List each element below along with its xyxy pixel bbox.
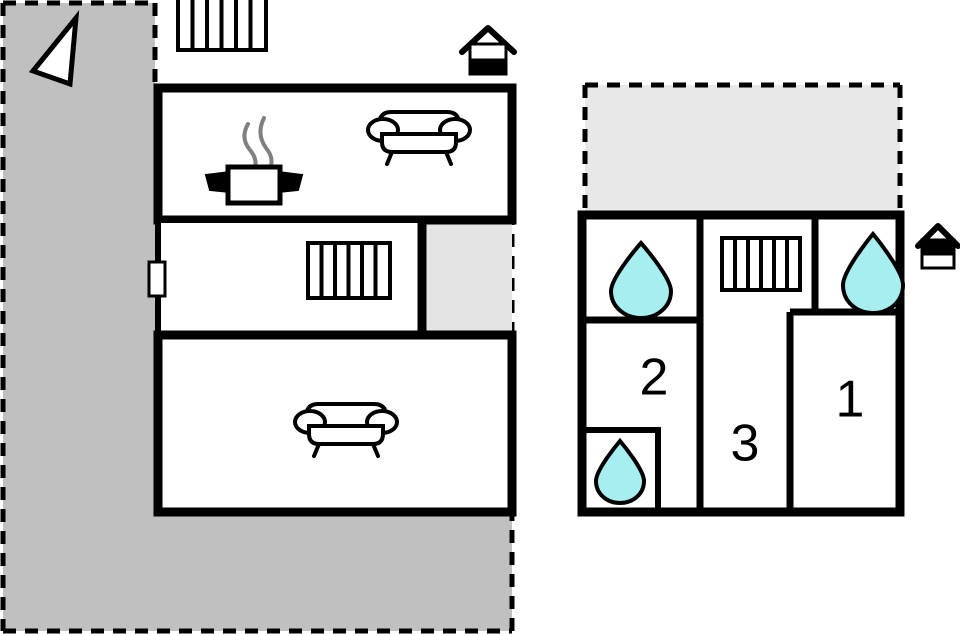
room-number-3: 3 [731, 415, 760, 473]
stairs-icon-ground-middle [306, 241, 392, 300]
window-icon [147, 260, 167, 298]
water-drop-shape [593, 437, 647, 506]
north-arrow-icon [28, 10, 80, 88]
sofa-seat [307, 424, 385, 446]
water-drop-icon-top-right [840, 230, 906, 316]
plot-fill [3, 3, 512, 631]
water-drop-icon-top-left [608, 239, 674, 321]
entrance-icon-upper [915, 223, 960, 270]
sofa-leg-left [312, 442, 321, 458]
entrance-upper-band [920, 238, 956, 256]
entrance-lower-band [920, 252, 956, 270]
terrace-dashed-border [582, 82, 903, 215]
sofa-leg-right [444, 150, 453, 166]
stairs-icon-ground-top [176, 0, 268, 52]
room-number-2: 2 [640, 349, 669, 407]
sofa-leg-left [385, 150, 394, 166]
terrace-fill [585, 85, 900, 215]
pot-body [225, 164, 283, 206]
entrance-icon-ground [459, 25, 517, 76]
north-arrow-triangle [28, 10, 80, 88]
terrace-area-upper [582, 82, 903, 215]
water-drop-shape [608, 239, 674, 321]
ground-floor-level [0, 0, 517, 634]
upper-floor-level: 1 2 3 [577, 82, 960, 517]
entrance-upper-band [468, 42, 508, 62]
sofa-icon-upper [366, 110, 472, 166]
balcony-area [422, 220, 512, 335]
plot-dashed-border [0, 0, 515, 634]
water-drop-icon-lower-left [593, 437, 647, 506]
sofa-leg-right [371, 442, 380, 458]
room-number-1: 1 [836, 371, 865, 429]
cooking-pot-icon [204, 116, 304, 206]
sofa-seat [380, 132, 458, 154]
water-drop-shape [840, 230, 906, 316]
bathroom-lower-left-partition [582, 427, 661, 512]
entrance-lower-band [468, 58, 508, 76]
stairs-icon-upper [720, 236, 802, 292]
sofa-icon-lower [293, 402, 399, 458]
room-upper-outline [153, 83, 517, 225]
